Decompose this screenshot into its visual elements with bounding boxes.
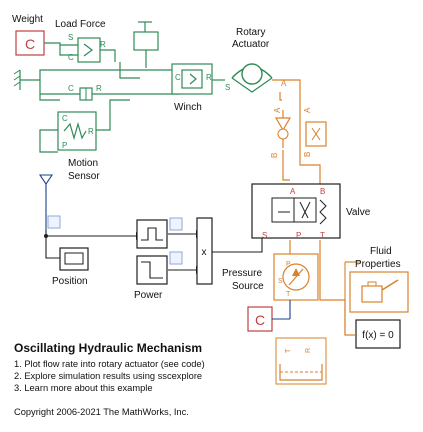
pulse-signal-block[interactable] [136, 219, 168, 249]
svg-text:P: P [62, 141, 67, 150]
svg-text:R: R [88, 127, 94, 136]
load-force-source[interactable] [133, 21, 159, 51]
tank-port-T: T [285, 348, 292, 353]
valve-port-P: P [296, 231, 301, 240]
check-valve-A[interactable]: A B [270, 107, 292, 158]
svg-text:R: R [100, 40, 106, 49]
motion-sensor-label-1: Motion [68, 158, 98, 169]
power-label: Power [134, 290, 163, 301]
pump-port-P: P [286, 261, 291, 268]
rotary-port-S: S [225, 83, 230, 92]
winch-port-C: C [175, 73, 181, 82]
check-valve-port-B: B [270, 153, 279, 158]
copyright: Copyright 2006-2021 The MathWorks, Inc. [14, 407, 189, 417]
motion-sensor-label-2: Sensor [68, 171, 100, 182]
rotary-port-A: A [281, 79, 287, 88]
ps-simulink-converter[interactable] [38, 174, 54, 230]
rotary-actuator-label-2: Actuator [232, 39, 270, 50]
note-1[interactable]: 1. Plot flow rate into rotary actuator (… [14, 359, 205, 369]
weight-block[interactable]: C [15, 30, 45, 56]
valve-port-A: A [290, 187, 296, 196]
pressure-source-label-1: Pressure [222, 268, 262, 279]
winch-port-R: R [206, 73, 212, 82]
svg-text:B: B [303, 152, 312, 157]
svg-text:C: C [68, 84, 74, 93]
pressure-source-label-2: Source [232, 281, 264, 292]
valve-port-T: T [320, 231, 325, 240]
fluid-properties-label-2: Properties [355, 259, 401, 270]
from-tag-icon-2 [169, 217, 183, 231]
rotary-actuator-block[interactable]: S A [225, 63, 287, 93]
from-tag-icon-3 [169, 251, 183, 265]
model-title: Oscillating Hydraulic Mechanism [14, 341, 202, 355]
load-force-port-S: S [68, 33, 73, 42]
pump-port-T: T [286, 291, 291, 298]
reference-label: C [255, 312, 265, 328]
relief-valve-block[interactable] [305, 121, 327, 147]
valve-port-S: S [262, 231, 267, 240]
mechanical-connections [20, 42, 225, 153]
fluid-properties-label-1: Fluid [370, 246, 392, 257]
load-force-label: Load Force [55, 19, 106, 30]
weight-label: Weight [12, 14, 43, 25]
position-label: Position [52, 276, 88, 287]
note-3[interactable]: 3. Learn more about this example [14, 383, 153, 393]
product-sign: x [202, 247, 207, 258]
product-block[interactable]: x [196, 217, 213, 285]
valve-label: Valve [346, 207, 371, 218]
load-force-port-C: C [68, 53, 74, 62]
power-signal-block[interactable] [136, 255, 168, 285]
pump-port-S: S [278, 278, 283, 285]
pressure-source-block[interactable]: P T S [273, 253, 319, 301]
svg-text:C: C [62, 114, 68, 123]
reference-block[interactable]: C [247, 300, 291, 332]
valve-block[interactable]: S P T A B [251, 183, 341, 240]
tank-port-R: R [305, 348, 312, 353]
hydraulic-connections [272, 79, 360, 355]
solver-label: f(x) = 0 [362, 330, 394, 341]
signal-junction [44, 234, 48, 238]
motion-sensor-block[interactable]: C P R [57, 111, 97, 151]
winch-block[interactable]: C R [171, 63, 213, 95]
svg-text:R: R [96, 84, 102, 93]
from-tag-icon [47, 215, 61, 229]
note-2[interactable]: 2. Explore simulation results using ssce… [14, 371, 202, 381]
valve-port-B: B [320, 187, 325, 196]
rotary-actuator-label-1: Rotary [236, 27, 265, 38]
position-scope[interactable] [59, 247, 89, 271]
solver-configuration-block[interactable]: f(x) = 0 [355, 319, 401, 349]
fluid-properties-block[interactable] [349, 271, 409, 313]
weight-ref-label: C [25, 36, 35, 52]
check-valve-port-A: A [273, 107, 282, 113]
inner-rigid-link [79, 87, 93, 101]
winch-label: Winch [174, 102, 202, 113]
mechanical-ground-icon [13, 69, 21, 90]
svg-text:A: A [303, 107, 312, 113]
load-force-block[interactable]: S C R [68, 33, 106, 63]
tank-block[interactable]: T R [275, 337, 327, 385]
